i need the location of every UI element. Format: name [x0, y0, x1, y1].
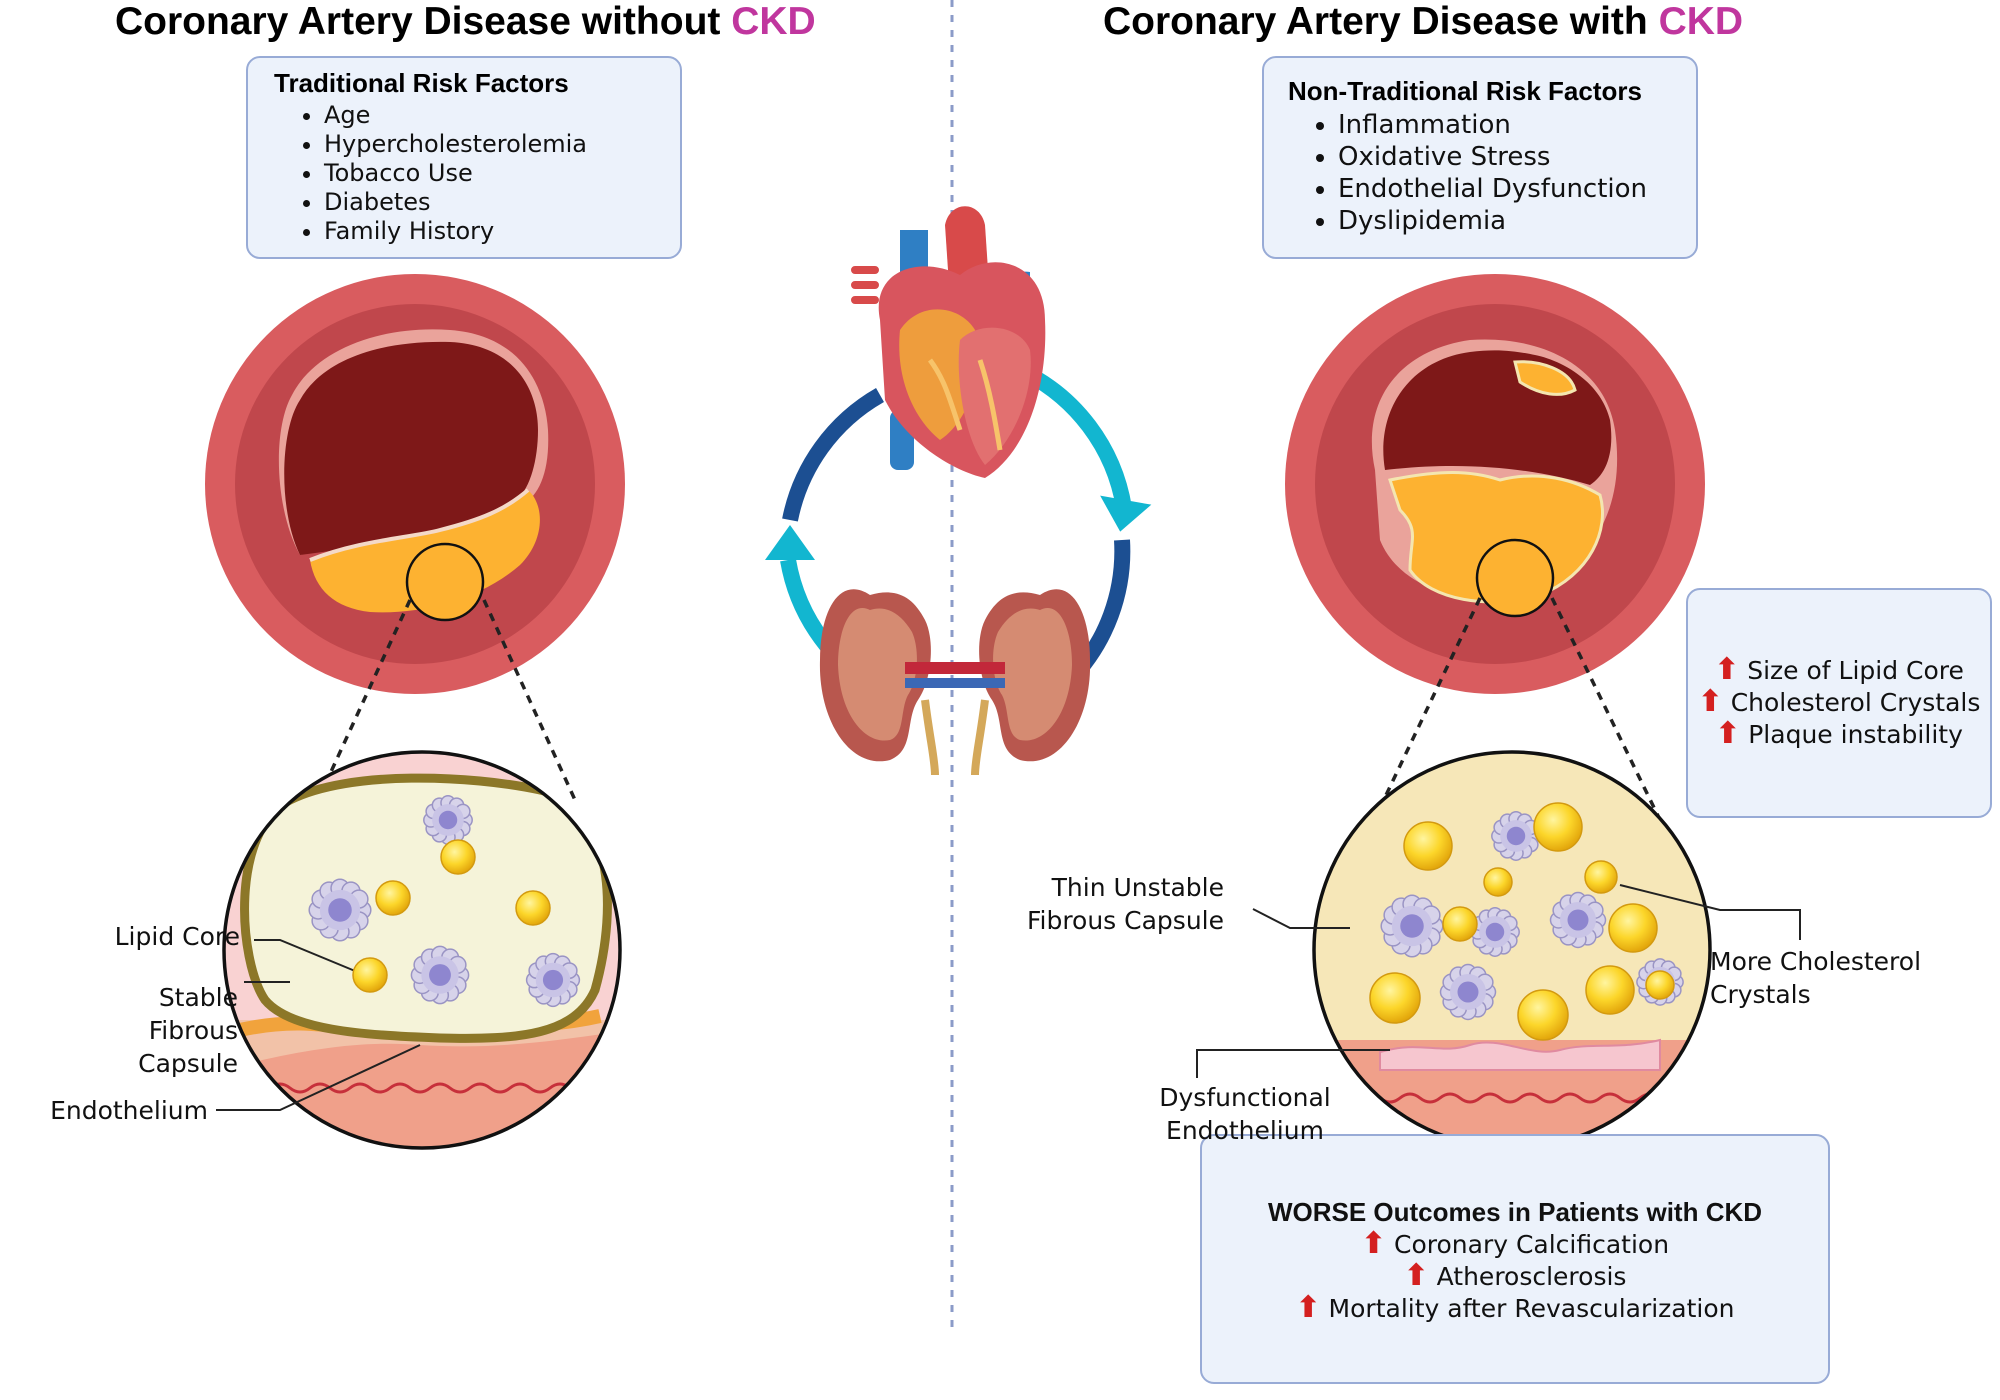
right-title: Coronary Artery Disease with CKD [1103, 0, 1743, 44]
up-arrow-icon: ⬆ [1697, 684, 1723, 719]
right-zoom-contents [1369, 802, 1684, 1041]
increase-label: Cholesterol Crystals [1730, 688, 1981, 717]
cholesterol-crystal [1517, 989, 1569, 1041]
traditional-risk-factors-title: Traditional Risk Factors [274, 68, 569, 98]
outcome-label: Mortality after Revascularization [1328, 1294, 1735, 1323]
leader-thin-capsule [1252, 908, 1350, 929]
left-artery-cross-section [205, 274, 625, 694]
worse-outcomes-box: WORSE Outcomes in Patients with CKD ⬆ Co… [1200, 1134, 1830, 1384]
cholesterol-crystal [1533, 802, 1583, 852]
risk-factor-item: Diabetes [324, 188, 680, 217]
label-line: Fibrous [148, 1016, 238, 1045]
up-arrow-icon: ⬆ [1714, 652, 1740, 687]
label-line: Thin Unstable [1051, 873, 1224, 902]
cholesterol-crystal [375, 880, 411, 916]
right-title-text: Coronary Artery Disease with [1103, 0, 1659, 43]
risk-factor-item: Inflammation [1338, 109, 1696, 141]
left-title-text: Coronary Artery Disease without [115, 0, 732, 43]
outcome-mortality: ⬆ Mortality after Revascularization [1202, 1292, 1828, 1324]
label-more-cholesterol-crystals: More Cholesterol Crystals [1710, 945, 1921, 1011]
up-arrow-icon: ⬆ [1295, 1290, 1321, 1325]
left-zoom-contents [308, 795, 581, 1008]
increase-label: Size of Lipid Core [1747, 656, 1964, 685]
non-traditional-risk-factors-title: Non-Traditional Risk Factors [1288, 76, 1642, 106]
label-line: More Cholesterol [1710, 947, 1922, 976]
cholesterol-crystal [352, 957, 388, 993]
traditional-risk-factors-box: Traditional Risk Factors Age Hypercholes… [246, 56, 682, 259]
worse-outcomes-title: WORSE Outcomes in Patients with CKD [1267, 1197, 1763, 1227]
label-line: Capsule [138, 1049, 238, 1078]
foam-cell [1439, 963, 1497, 1021]
plaque-changes-box: ⬆ Size of Lipid Core ⬆ Cholesterol Cryst… [1686, 588, 1992, 818]
risk-factor-item: Endothelial Dysfunction [1338, 173, 1696, 205]
up-arrow-icon: ⬆ [1715, 716, 1741, 751]
increase-plaque-instability: ⬆ Plaque instability [1688, 718, 1990, 750]
cholesterol-crystal [515, 890, 551, 926]
up-arrow-icon: ⬆ [1403, 1258, 1429, 1293]
risk-factor-item: Hypercholesterolemia [324, 130, 680, 159]
increase-lipid-core: ⬆ Size of Lipid Core [1688, 654, 1990, 686]
non-traditional-risk-factors-list: Inflammation Oxidative Stress Endothelia… [1288, 109, 1696, 237]
outcome-coronary-calcification: ⬆ Coronary Calcification [1202, 1228, 1828, 1260]
label-thin-unstable-capsule: Thin Unstable Fibrous Capsule [1027, 871, 1224, 937]
right-title-ckd: CKD [1658, 0, 1744, 43]
label-line: Dysfunctional [1159, 1083, 1331, 1112]
label-endothelium: Endothelium [50, 1096, 208, 1125]
outcome-label: Atherosclerosis [1436, 1262, 1627, 1291]
label-dysfunctional-endothelium: Dysfunctional Endothelium [1145, 1081, 1345, 1147]
traditional-risk-factors-list: Age Hypercholesterolemia Tobacco Use Dia… [274, 101, 680, 246]
foam-cell [1549, 891, 1607, 949]
label-line: Endothelium [1166, 1116, 1324, 1145]
cholesterol-crystal [1585, 965, 1635, 1015]
leader-lipid-core [254, 939, 373, 979]
right-zoom-line-1 [1376, 597, 1482, 813]
cholesterol-crystal [1608, 903, 1658, 953]
up-arrow-icon: ⬆ [1360, 1226, 1387, 1261]
outcome-atherosclerosis: ⬆ Atherosclerosis [1202, 1260, 1828, 1292]
leader-more-crystals [1619, 884, 1801, 940]
leader-dysfunctional-endothelium [1196, 1049, 1390, 1078]
cholesterol-crystal [1442, 906, 1478, 942]
cholesterol-crystal [1483, 867, 1513, 897]
left-title-ckd: CKD [731, 0, 816, 43]
risk-factor-item: Oxidative Stress [1338, 141, 1696, 173]
foam-cell [1470, 907, 1520, 957]
left-zoom-line-2 [482, 599, 577, 801]
label-lipid-core: Lipid Core [114, 922, 240, 951]
foam-cell [423, 795, 473, 845]
risk-factor-item: Age [324, 101, 680, 130]
increase-cholesterol-crystals: ⬆ Cholesterol Crystals [1688, 686, 1990, 718]
label-line: Fibrous Capsule [1026, 906, 1224, 935]
kidney-illustration [819, 589, 1091, 776]
label-stable-fibrous-capsule: Stable Fibrous Capsule [138, 981, 238, 1080]
foam-cell [525, 952, 581, 1008]
foam-cell [1380, 894, 1444, 958]
left-title: Coronary Artery Disease without CKD [115, 0, 816, 44]
leader-endothelium [216, 1044, 421, 1111]
right-zoom-line-2 [1550, 597, 1662, 821]
foam-cell [308, 878, 372, 942]
cholesterol-crystal [1369, 972, 1421, 1024]
increase-label: Plaque instability [1748, 720, 1963, 749]
cholesterol-crystal [1645, 970, 1675, 1000]
risk-factor-item: Family History [324, 217, 680, 246]
outcome-label: Coronary Calcification [1394, 1230, 1670, 1259]
heart-illustration [851, 206, 1046, 478]
label-line: Crystals [1710, 980, 1811, 1009]
foam-cell [410, 945, 470, 1005]
label-line: Stable [158, 983, 238, 1012]
non-traditional-risk-factors-box: Non-Traditional Risk Factors Inflammatio… [1262, 56, 1698, 259]
cholesterol-crystal [1403, 821, 1453, 871]
left-zoom-line-1 [316, 599, 412, 801]
right-artery-cross-section [1285, 274, 1705, 694]
cholesterol-crystal [1584, 860, 1618, 894]
risk-factor-item: Dyslipidemia [1338, 205, 1696, 237]
cholesterol-crystal [440, 839, 476, 875]
risk-factor-item: Tobacco Use [324, 159, 680, 188]
